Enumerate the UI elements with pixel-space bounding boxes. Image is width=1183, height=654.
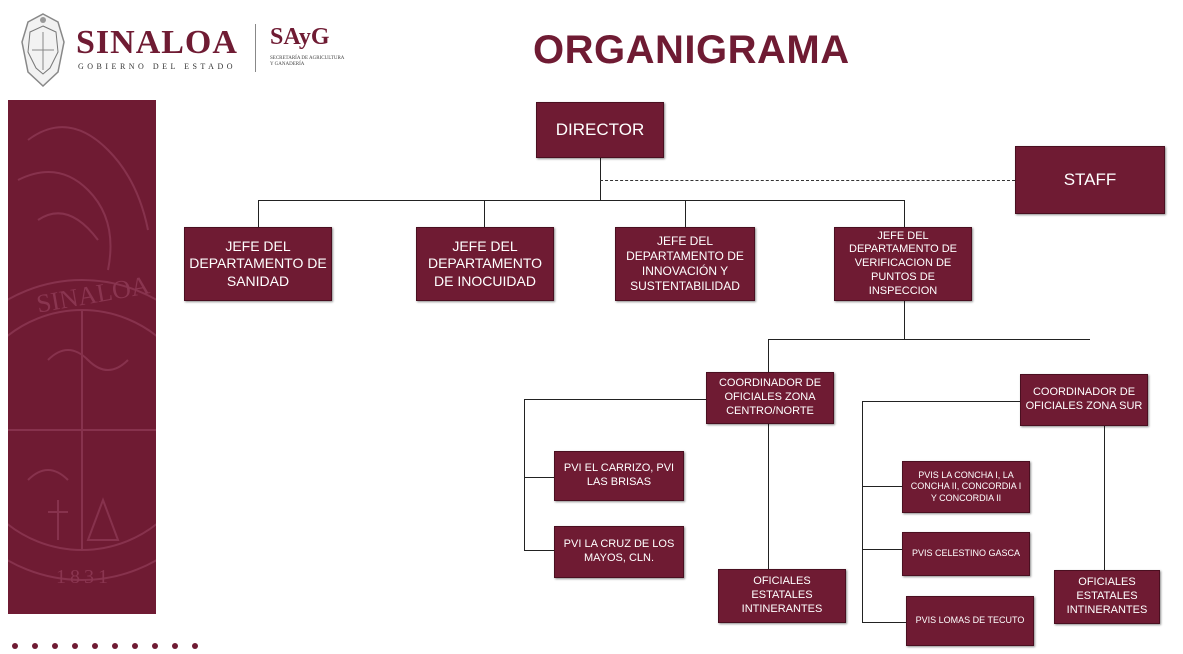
agency-acronym: SAyG (270, 24, 330, 50)
state-name: SINALOA (76, 24, 238, 61)
connector-line (862, 486, 902, 487)
agency-name-line1: SECRETARÍA DE AGRICULTURA (270, 56, 345, 61)
connector-line (524, 399, 525, 550)
oficiales-centro-box[interactable]: OFICIALES ESTATALES INTINERANTES (718, 569, 846, 623)
government-label: GOBIERNO DEL ESTADO (78, 62, 236, 71)
oficiales-sur-box[interactable]: OFICIALES ESTATALES INTINERANTES (1054, 570, 1160, 624)
connector-line (600, 158, 601, 200)
connector-line (904, 200, 905, 228)
agency-name-line2: Y GANADERÍA (270, 62, 305, 67)
pvis-concha-box[interactable]: PVIS LA CONCHA I, LA CONCHA II, CONCORDI… (902, 461, 1030, 513)
connector-line (524, 550, 554, 551)
connector-line (862, 622, 906, 623)
pvi-carrizo-box[interactable]: PVI EL CARRIZO, PVI LAS BRISAS (554, 451, 684, 501)
director-box[interactable]: DIRECTOR (536, 102, 664, 158)
decorative-sidebar: SINALOA 1831 (8, 100, 156, 614)
seal-watermark-icon (8, 126, 156, 581)
connector-line (1104, 426, 1105, 570)
connector-line (484, 200, 485, 228)
connector-line (862, 549, 902, 550)
pvis-celestino-box[interactable]: PVIS CELESTINO GASCA (902, 532, 1030, 576)
staff-box[interactable]: STAFF (1015, 146, 1165, 214)
connector-line (768, 339, 769, 373)
pvi-cruz-box[interactable]: PVI LA CRUZ DE LOS MAYOS, CLN. (554, 526, 684, 578)
jefe-inocuidad-box[interactable]: JEFE DEL DEPARTAMENTO DE INOCUIDAD (416, 227, 554, 301)
staff-dashed-connector (600, 180, 1015, 181)
connector-line (258, 200, 904, 201)
connector-line (768, 424, 769, 569)
jefe-innovacion-box[interactable]: JEFE DEL DEPARTAMENTO DE INNOVACIÓN Y SU… (615, 227, 755, 301)
pvis-lomas-box[interactable]: PVIS LOMAS DE TECUTO (906, 596, 1034, 646)
connector-line (904, 300, 905, 340)
coordinador-centro-norte-box[interactable]: COORDINADOR DE OFICIALES ZONA CENTRO/NOR… (706, 372, 834, 424)
connector-line (258, 200, 259, 228)
footer-decoration (12, 636, 212, 654)
sinaloa-coat-of-arms-icon (18, 12, 68, 88)
logo-divider (255, 24, 256, 72)
connector-line (862, 401, 1020, 402)
coordinador-sur-box[interactable]: COORDINADOR DE OFICIALES ZONA SUR (1020, 374, 1148, 426)
page-title: ORGANIGRAMA (533, 28, 850, 72)
seal-year: 1831 (56, 566, 112, 588)
connector-line (685, 200, 686, 228)
jefe-verificacion-box[interactable]: JEFE DEL DEPARTAMENTO DE VERIFICACION DE… (834, 227, 972, 301)
connector-line (768, 339, 1090, 340)
connector-line (524, 477, 554, 478)
connector-line (524, 399, 706, 400)
connector-line (862, 401, 863, 623)
jefe-sanidad-box[interactable]: JEFE DEL DEPARTAMENTO DE SANIDAD (184, 227, 332, 301)
